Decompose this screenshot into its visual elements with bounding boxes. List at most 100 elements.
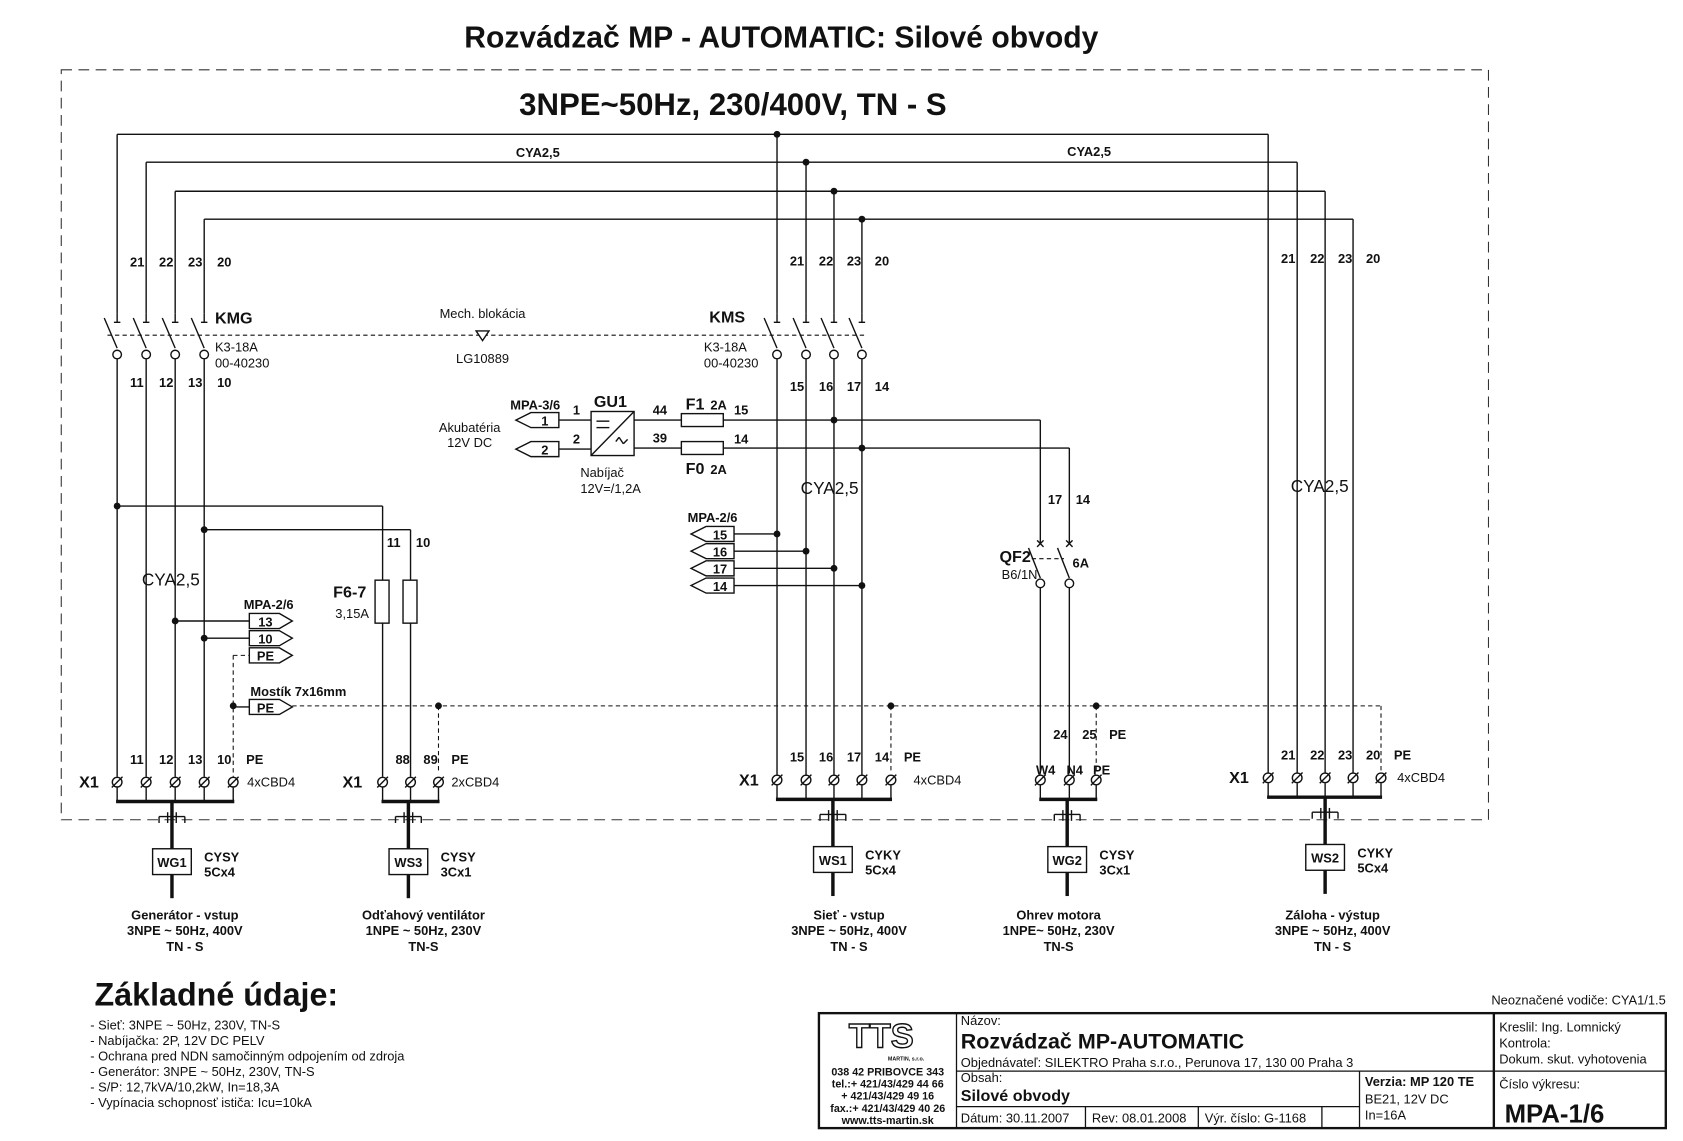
wire — [1065, 539, 1074, 548]
kmg-in-terminal: 21 — [130, 254, 144, 269]
interlock-triangle-icon — [474, 330, 491, 342]
circuit-description: TN - S — [1314, 939, 1352, 954]
terminal-label: PE — [1109, 727, 1127, 742]
terminal-slash — [1262, 771, 1275, 784]
terminal-label: 15 — [790, 750, 804, 765]
terminal-label: PE — [1093, 763, 1111, 778]
company-address: www.tts-martin.sk — [841, 1115, 934, 1127]
interlock-code: LG10889 — [456, 351, 509, 366]
mpa-connector: 17 — [713, 562, 727, 577]
cable-id: WS3 — [394, 855, 422, 870]
wire-number: 2 — [573, 432, 580, 447]
name-label: Názov: — [961, 1013, 1001, 1028]
terminal-slash — [376, 776, 389, 789]
circuit-description: TN-S — [408, 939, 438, 954]
fuse-f1-label: F1 — [686, 395, 705, 413]
basic-data-item: - S/P: 12,7kVA/10,2kW, In=18,3A — [90, 1080, 279, 1095]
terminal-slash — [828, 774, 840, 786]
connector-ref: MPA-3/6 — [510, 397, 560, 412]
switch-blade — [848, 317, 863, 349]
kmg-label: KMG — [215, 309, 253, 327]
kms-in-terminal: 22 — [819, 253, 833, 268]
switch-blade — [190, 317, 205, 349]
terminal-label: PE — [246, 752, 264, 767]
switch-blade — [103, 317, 118, 349]
terminal-slash — [198, 776, 211, 789]
switch-blade — [820, 317, 835, 349]
breaker-contact-icon — [1064, 578, 1075, 589]
qf2-rating: 6A — [1073, 555, 1089, 570]
terminal-type: 4xCBD4 — [247, 774, 295, 789]
revision: Rev: 08.01.2008 — [1092, 1111, 1187, 1126]
wire — [1036, 539, 1045, 548]
fuse-f7 — [402, 579, 418, 624]
terminal-label: 10 — [217, 752, 231, 767]
bypass-terminal: 21 — [1281, 251, 1295, 266]
charger-label: GU1 — [594, 393, 627, 411]
fuse-f67-label: F6-7 — [333, 583, 366, 601]
drawing-number: MPA-1/6 — [1505, 1101, 1605, 1129]
fuse-f67-rating: 3,15A — [335, 606, 369, 621]
supply-spec: 3NPE~50Hz, 230/400V, TN - S — [519, 87, 947, 122]
contact-icon — [828, 349, 839, 360]
kmg-in-terminal: 23 — [188, 254, 202, 269]
cable-label: CYA2,5 — [1067, 144, 1111, 159]
interlock-label: Mech. blokácia — [440, 306, 527, 321]
qf2-terminal: 17 — [1048, 492, 1062, 507]
pe-bridge-connector-shape — [248, 698, 294, 716]
terminal-label: 25 — [1082, 727, 1096, 742]
version-detail: In=16A — [1365, 1108, 1407, 1123]
circuit-description: Odťahový ventilátor — [362, 908, 485, 923]
terminal-label: 24 — [1053, 727, 1068, 742]
fuse-f1 — [680, 412, 724, 428]
ac-symbol — [622, 438, 629, 445]
mpa-connector-shape — [248, 612, 294, 630]
battery-label: Akubatéria — [439, 420, 501, 435]
cable-tag — [812, 845, 853, 874]
kms-out-terminal: 14 — [875, 379, 890, 394]
junction-dot — [802, 547, 810, 555]
battery-connector: 1 — [541, 413, 548, 428]
terminal-slash — [771, 774, 783, 786]
content: Silové obvody — [961, 1087, 1070, 1105]
cable-type: CYSY — [441, 850, 476, 865]
junction-dot — [858, 582, 866, 589]
mpa-connector-shape — [248, 647, 294, 664]
tts-logo-sub: MARTIN, s.r.o. — [888, 1056, 925, 1062]
junction-dot — [773, 530, 781, 538]
circuit-description: 3NPE ~ 50Hz, 400V — [1275, 923, 1391, 938]
client: Objednávateľ: SILEKTRO Praha s.r.o., Per… — [961, 1055, 1353, 1070]
circuit-description: TN - S — [166, 939, 204, 954]
charger-diagonal — [590, 411, 635, 457]
company-address: + 421/43/429 49 16 — [841, 1091, 934, 1103]
fuse-f0-label: F0 — [686, 460, 705, 478]
kmg-code: 00-40230 — [215, 355, 269, 370]
terminal-slash — [227, 776, 240, 789]
kms-out-terminal: 15 — [790, 379, 804, 394]
junction-dot — [858, 444, 866, 452]
junction-dot — [229, 702, 237, 710]
circuit-description: 1NPE~ 50Hz, 230V — [1003, 923, 1115, 938]
battery-connector: 2 — [541, 442, 548, 457]
wire — [1056, 547, 1070, 579]
cabinet-boundary — [60, 69, 1490, 821]
contact-icon — [199, 349, 210, 360]
cable-type: CYSY — [1099, 848, 1134, 863]
terminal-label: 17 — [847, 750, 861, 765]
kms-out-terminal: 17 — [847, 379, 861, 394]
basic-data-item: - Ochrana pred NDN samočinným odpojením … — [90, 1048, 405, 1063]
circuit-description: 3NPE ~ 50Hz, 400V — [127, 923, 243, 938]
pe-bridge-label: Mostík 7x16mm — [250, 684, 346, 699]
cable-size: 5Cx4 — [1357, 860, 1389, 875]
kms-in-terminal: 21 — [790, 253, 804, 268]
terminal-label: PE — [1394, 748, 1412, 763]
version-detail: BE21, 12V DC — [1365, 1091, 1449, 1106]
company-address: tel.:+ 421/43/429 44 66 — [832, 1079, 944, 1091]
kms-code: 00-40230 — [704, 355, 758, 370]
terminal-label: 89 — [423, 752, 437, 767]
version: Verzia: MP 120 TE — [1365, 1074, 1475, 1089]
drawn-by: Kreslil: Ing. Lomnický — [1499, 1019, 1621, 1034]
junction-dot — [830, 564, 838, 572]
wire-number: 15 — [734, 403, 748, 418]
